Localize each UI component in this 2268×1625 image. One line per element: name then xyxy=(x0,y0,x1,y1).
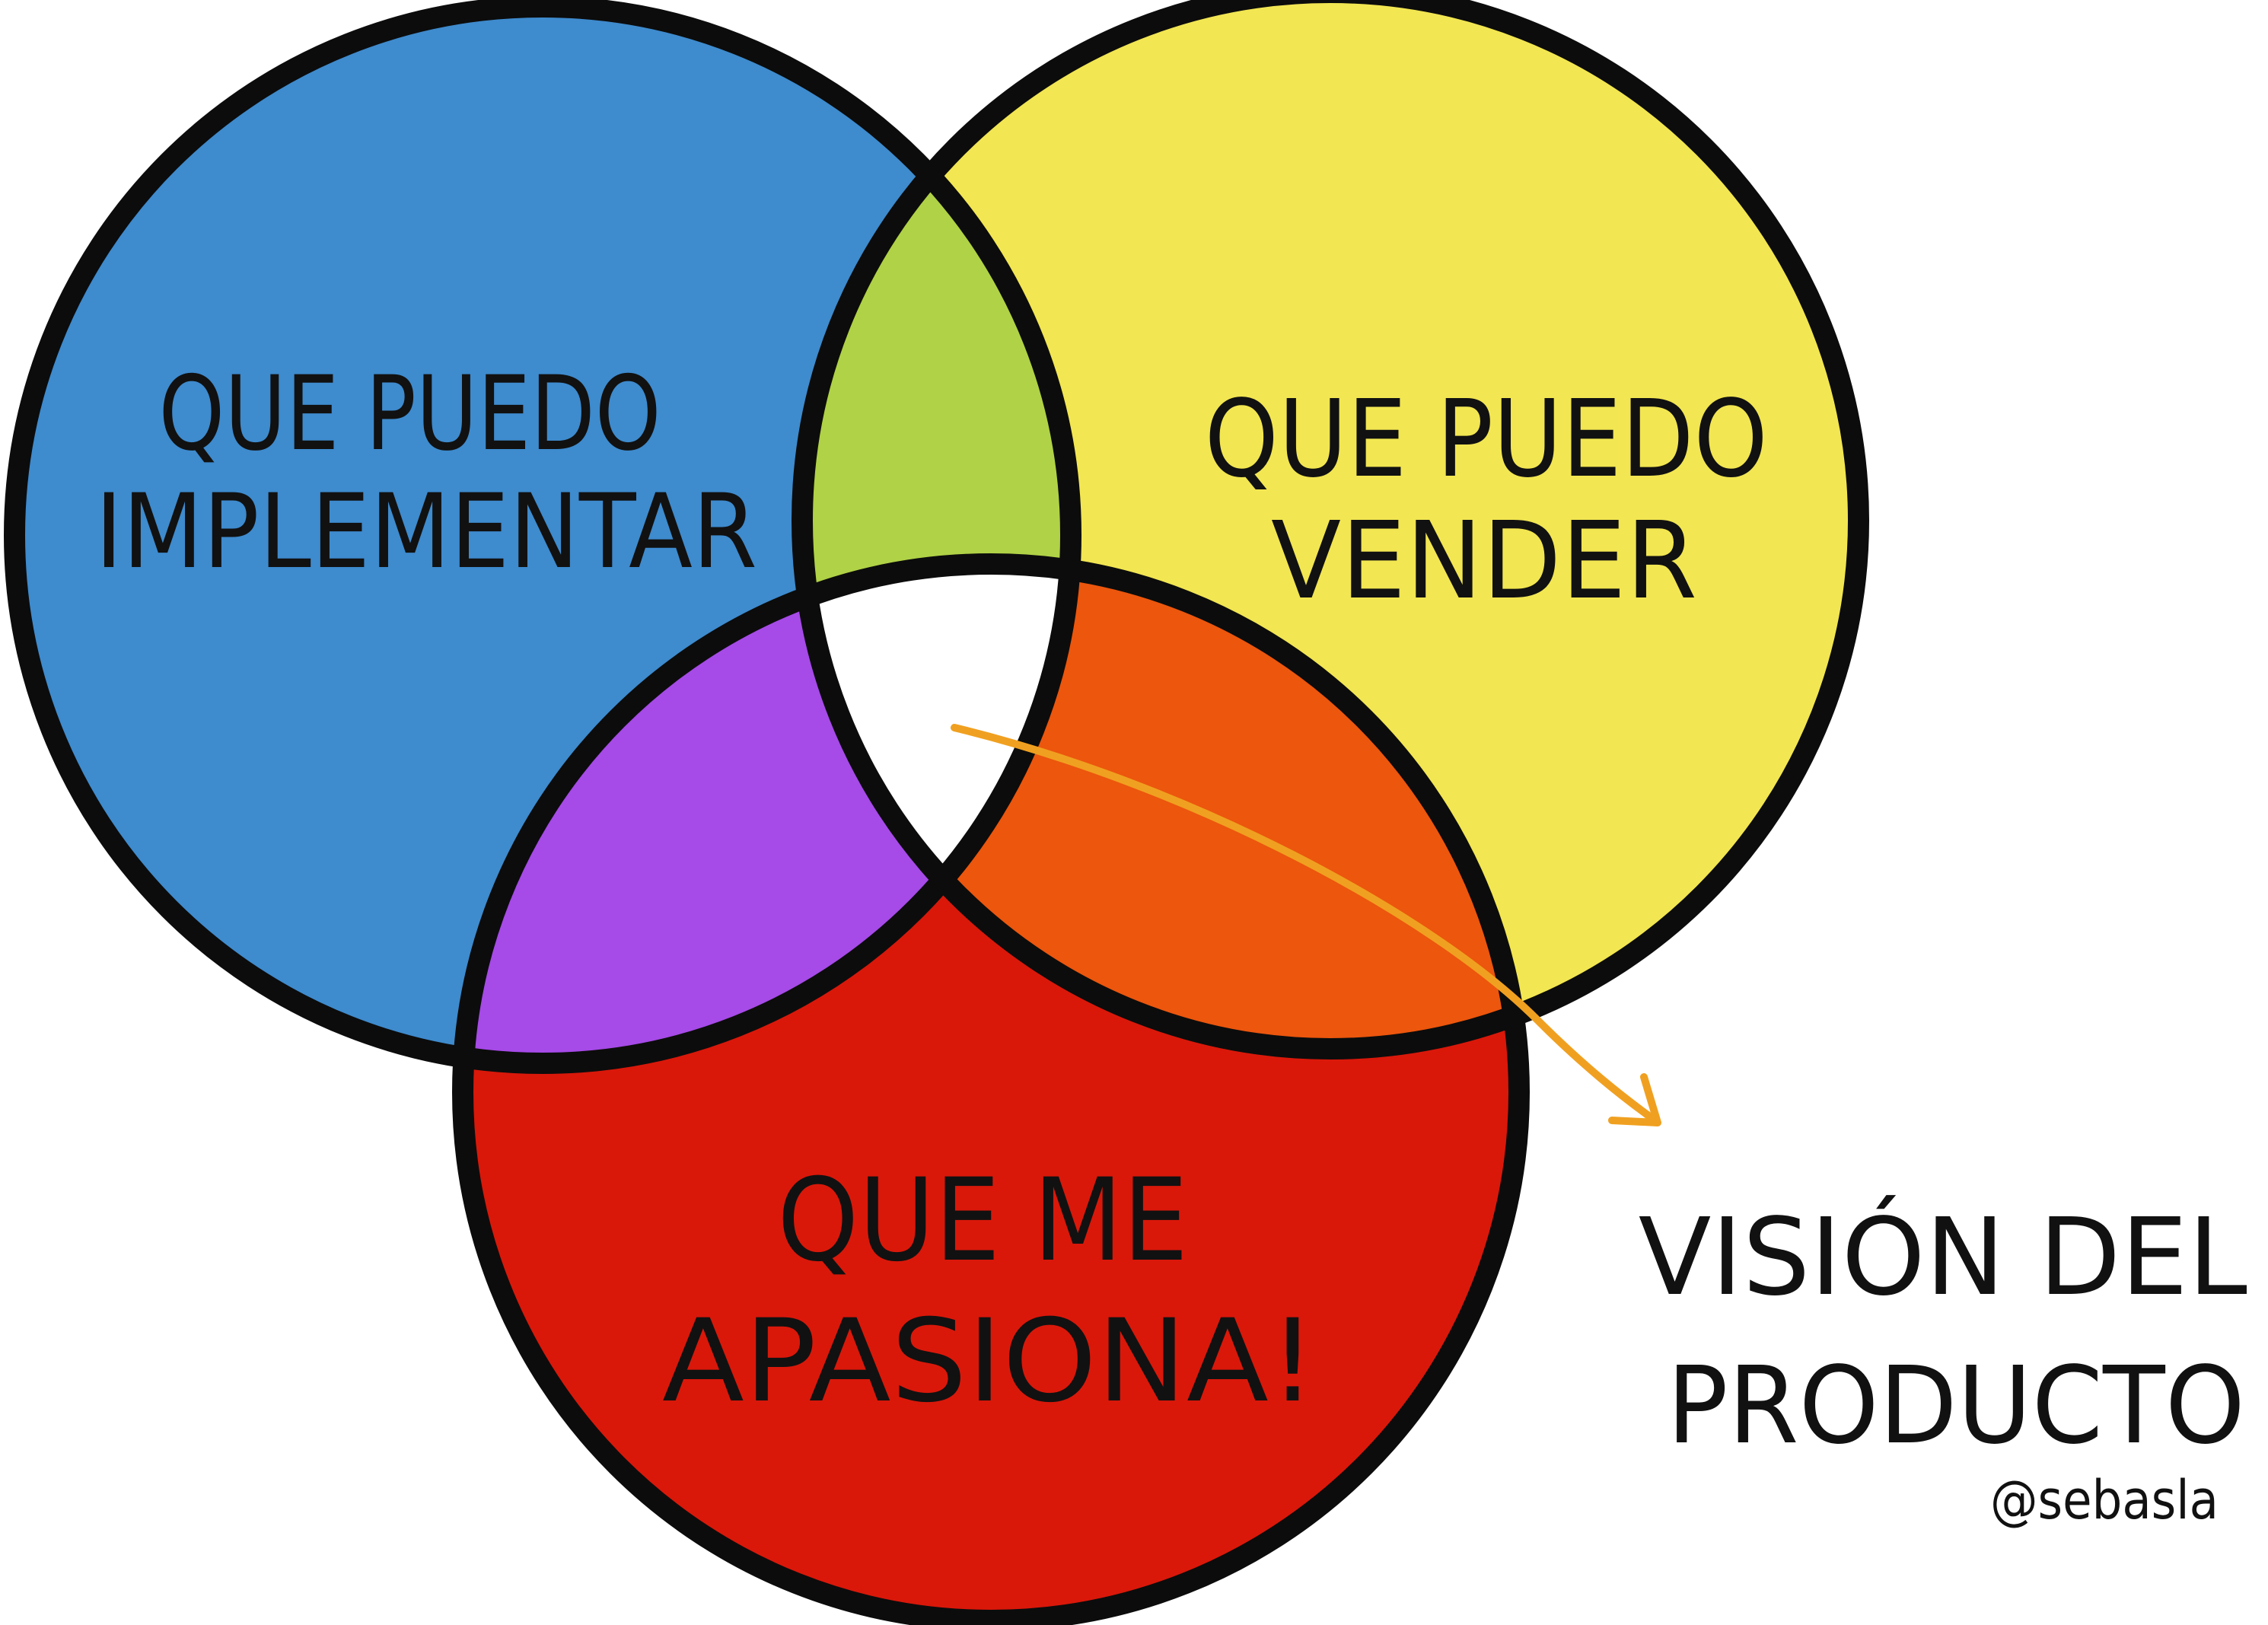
svg-text:VISIÓN DEL PRODUCTO: VISIÓN DEL PRODUCTO xyxy=(1639,1194,2268,1468)
signature: @sebasla xyxy=(1990,1469,2219,1531)
svg-text:QUE PUEDO IMPLEMENTAR: QUE PUEDO IMPLEMENTAR xyxy=(95,354,757,591)
intersection-sell-passion xyxy=(802,564,1519,1049)
circle-passion-outline xyxy=(452,553,1530,1625)
svg-text:QUE ME APASIONA!: QUE ME APASIONA! xyxy=(662,1155,1317,1428)
svg-text:QUE PUEDO VENDER: QUE PUEDO VENDER xyxy=(1205,378,1802,623)
circle-sell-outline xyxy=(792,0,1869,1059)
circle-implement-outline xyxy=(4,0,1081,1074)
label-passion-line2: APASIONA! xyxy=(662,1295,1317,1428)
label-implement-line2: IMPLEMENTAR xyxy=(95,472,757,591)
label-implement-line1: QUE PUEDO xyxy=(159,354,661,473)
label-outcome-line2: PRODUCTO xyxy=(1667,1344,2245,1468)
label-outcome-line1: VISIÓN DEL xyxy=(1639,1194,2247,1320)
label-sell-line2: VENDER xyxy=(1271,499,1697,623)
label-passion-line1: QUE ME xyxy=(777,1155,1188,1287)
arrow-icon xyxy=(951,724,1661,1126)
intersection-implement-passion xyxy=(463,564,1071,1063)
label-sell-line1: QUE PUEDO xyxy=(1205,378,1768,502)
